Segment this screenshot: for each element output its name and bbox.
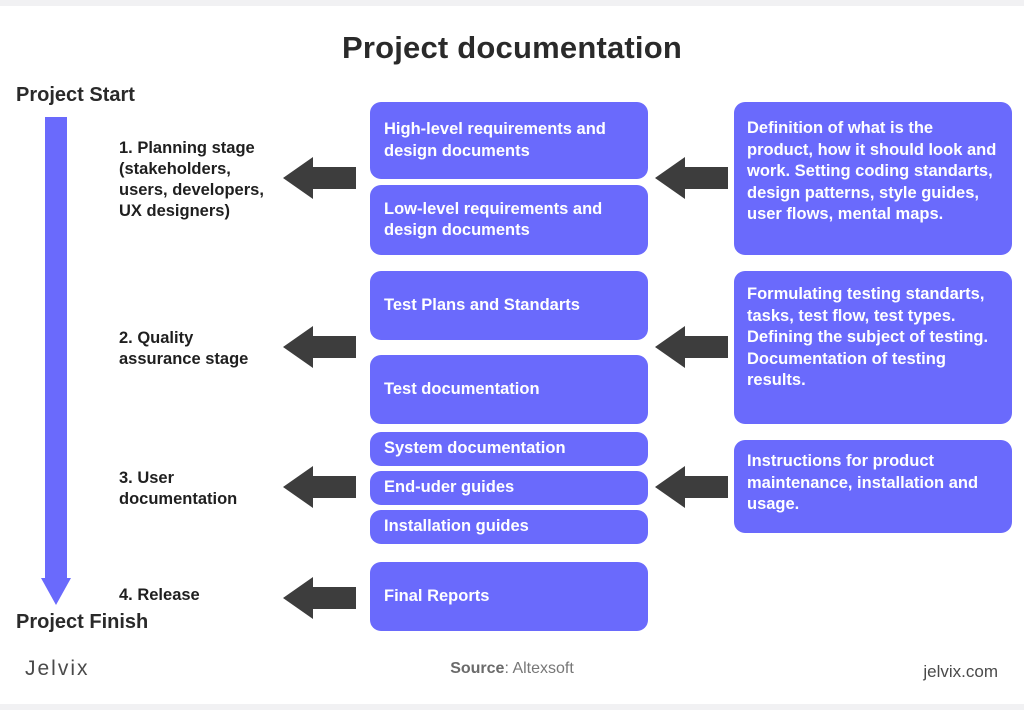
- project-start-label: Project Start: [16, 84, 135, 106]
- arrow-left-icon: [655, 466, 728, 508]
- arrow-left-icon: [283, 577, 356, 619]
- source-credit: Source: Altexsoft: [450, 660, 574, 677]
- source-key: Source: [450, 660, 505, 677]
- document-box: High-level requirements and design docum…: [370, 102, 648, 179]
- project-finish-label: Project Finish: [16, 611, 149, 633]
- site-url: jelvix.com: [923, 662, 998, 681]
- stage-label-release: 4. Release: [119, 586, 200, 604]
- arrow-left-icon: [283, 466, 356, 508]
- document-box: Installation guides: [370, 510, 648, 544]
- document-box: Final Reports: [370, 562, 648, 631]
- description-box-quality-assurance: Formulating testing standarts, tasks, te…: [734, 271, 1012, 424]
- document-box: Low-level requirements and design docume…: [370, 185, 648, 255]
- arrow-left-icon: [283, 326, 356, 368]
- description-box-planning: Definition of what is the product, how i…: [734, 102, 1012, 255]
- document-box: Test Plans and Standarts: [370, 271, 648, 340]
- stage-label-planning: 1. Planning stage (stakeholders, users, …: [119, 139, 264, 220]
- description-box-user-documentation: Instructions for product maintenance, in…: [734, 440, 1012, 533]
- top-edge: [0, 0, 1024, 6]
- page-title: Project documentation: [341, 30, 683, 65]
- arrow-left-icon: [283, 157, 356, 199]
- document-box: Test documentation: [370, 355, 648, 424]
- stage-label-user-documentation: 3. User documentation: [119, 469, 238, 508]
- stage-label-quality-assurance: 2. Quality assurance stage: [119, 329, 249, 368]
- arrow-left-icon: [655, 326, 728, 368]
- jelvix-logo: Jelvix: [25, 657, 90, 680]
- arrow-left-icon: [655, 157, 728, 199]
- timeline-arrow-shaft: [45, 117, 67, 579]
- document-box: End-uder guides: [370, 471, 648, 505]
- bottom-edge: [0, 704, 1024, 710]
- timeline-arrow-head: [41, 578, 71, 605]
- source-value: Altexsoft: [512, 660, 574, 677]
- document-box: System documentation: [370, 432, 648, 466]
